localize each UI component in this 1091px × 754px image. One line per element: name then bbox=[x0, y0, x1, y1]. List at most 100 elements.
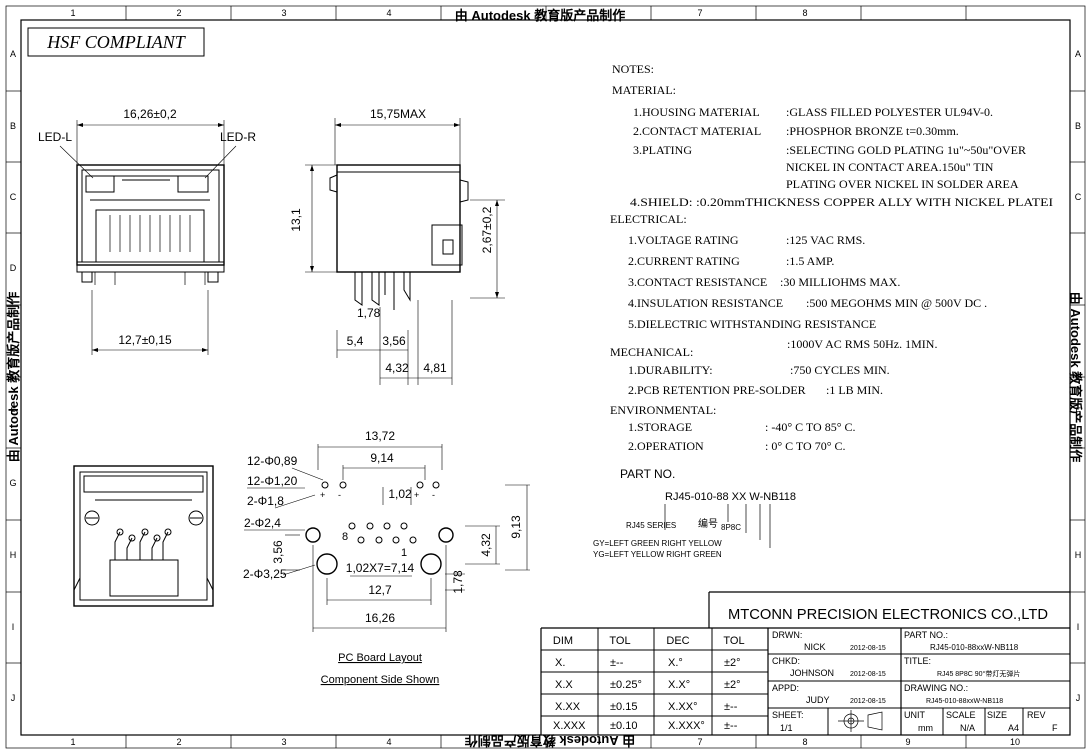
row-label-right: J bbox=[1076, 693, 1081, 703]
pcb-v432: 4,32 bbox=[479, 533, 493, 557]
led-l-label: LED-L bbox=[38, 130, 72, 144]
col-label-bottom: 8 bbox=[802, 737, 807, 747]
svg-text:-: - bbox=[432, 490, 435, 500]
side-view: 15,75MAX 13,1 2,67±0,2 1,78 5,4 3,56 4,3… bbox=[289, 107, 505, 385]
chkd-name: JOHNSON bbox=[790, 668, 834, 678]
side-d4: 4,81 bbox=[423, 361, 447, 375]
row-zone-ticks bbox=[6, 90, 1085, 664]
row-label-left: H bbox=[10, 550, 17, 560]
notes-m2-label: 2.CONTACT MATERIAL bbox=[633, 124, 761, 138]
svg-text:+: + bbox=[320, 490, 325, 500]
pcb-hole-325: 2-Φ3,25 bbox=[243, 567, 287, 581]
hsf-stamp-box bbox=[27, 27, 205, 57]
inner-border bbox=[20, 19, 1071, 736]
tol-header-tol2: TOL bbox=[723, 635, 744, 647]
tol-cell: ±-- bbox=[724, 701, 738, 713]
row-label-left: F bbox=[10, 406, 16, 416]
notes-e2-label: 2.CURRENT RATING bbox=[628, 254, 740, 268]
row-label-right: F bbox=[1075, 406, 1081, 416]
rev-label: REV bbox=[1027, 710, 1046, 720]
led-r-label: LED-R bbox=[220, 130, 256, 144]
row-label-left: I bbox=[12, 622, 15, 632]
front-view: 16,26±0,2 LED-L LED-R 12,7±0,15 bbox=[38, 107, 256, 355]
watermark-left: 由 Autodesk 教育版产品制作 bbox=[6, 292, 21, 462]
column-zone-ticks bbox=[125, 6, 967, 748]
notes-block: NOTES: MATERIAL: 1.HOUSING MATERIAL :GLA… bbox=[610, 62, 1053, 453]
notes-m3-value2: NICKEL IN CONTACT AREA.150u" TIN bbox=[786, 160, 994, 174]
notes-e5-value: :1000V AC RMS 50Hz. 1MIN. bbox=[787, 337, 937, 351]
tol-cell: ±-- bbox=[610, 657, 624, 669]
side-max-dim: 15,75MAX bbox=[370, 107, 426, 121]
notes-m4: 4.SHIELD: :0.20mmTHICKNESS COPPER ALLY W… bbox=[630, 195, 1053, 209]
part-no-config: 8P8C bbox=[721, 523, 741, 532]
col-label-bottom: 7 bbox=[697, 737, 702, 747]
pcb-layout: 13,72 9,14 12-Φ0,89 12-Φ1,20 2-Φ1,8 2-Φ2… bbox=[243, 429, 530, 686]
notes-k2-label: 2.PCB RETENTION PRE-SOLDER bbox=[628, 383, 806, 397]
pcb-inner: 9,14 bbox=[370, 451, 394, 465]
col-label-top: 4 bbox=[386, 8, 391, 18]
col-label-bottom: 10 bbox=[1010, 737, 1020, 747]
tol-cell: ±0.15 bbox=[610, 701, 637, 713]
notes-e3-value: :30 MILLIOHMS MAX. bbox=[780, 275, 900, 289]
size-value: A4 bbox=[1008, 723, 1019, 733]
part-number-block: PART NO. RJ45-010-88 XX W-NB118 RJ45 SER… bbox=[593, 467, 796, 559]
watermark-bottom: 由 Autodesk 教育版产品制作 bbox=[465, 733, 635, 748]
notes-mechanical-header: MECHANICAL: bbox=[610, 345, 693, 359]
part-no-header: PART NO. bbox=[620, 467, 675, 481]
side-height-dim: 13,1 bbox=[289, 208, 303, 232]
row-label-left: B bbox=[10, 121, 16, 131]
part-no-option1: GY=LEFT GREEN RIGHT YELLOW bbox=[593, 539, 722, 548]
pcb-total: 16,26 bbox=[365, 611, 395, 625]
notes-e4-value: :500 MEGOHMS MIN @ 500V DC . bbox=[806, 296, 987, 310]
appd-date: 2012-08-15 bbox=[850, 698, 886, 705]
notes-environmental-header: ENVIRONMENTAL: bbox=[610, 403, 716, 417]
chkd-label: CHKD: bbox=[772, 656, 800, 666]
tol-cell: X. bbox=[555, 657, 565, 669]
tol-header-dec: DEC bbox=[666, 635, 689, 647]
row-label-right: I bbox=[1077, 622, 1080, 632]
row-label-right: A bbox=[1075, 49, 1081, 59]
row-label-left: D bbox=[10, 263, 17, 273]
pcb-pin1: 1 bbox=[401, 547, 407, 559]
col-label-bottom: 9 bbox=[905, 737, 910, 747]
pcb-hole-120: 12-Φ1,20 bbox=[247, 474, 298, 488]
sheet-value: 1/1 bbox=[780, 723, 793, 733]
side-offset-dim: 2,67±0,2 bbox=[480, 206, 494, 253]
pcb-hole-089: 12-Φ0,89 bbox=[247, 454, 298, 468]
partno-value: RJ45-010-88xxW-NB118 bbox=[930, 643, 1019, 652]
pcb-v356: 3,56 bbox=[271, 540, 285, 564]
notes-electrical-header: ELECTRICAL: bbox=[610, 212, 687, 226]
notes-k2-value: :1 LB MIN. bbox=[826, 383, 883, 397]
front-width-dim: 16,26±0,2 bbox=[123, 107, 177, 121]
tol-cell: ±2° bbox=[724, 679, 741, 691]
title-block: MTCONN PRECISION ELECTRONICS CO.,LTD DIM… bbox=[540, 591, 1070, 735]
partno-label: PART NO.: bbox=[904, 630, 948, 640]
tol-cell: ±0.10 bbox=[610, 720, 637, 732]
col-label-bottom: 4 bbox=[386, 737, 391, 747]
scale-label: SCALE bbox=[946, 710, 976, 720]
size-label: SIZE bbox=[987, 710, 1007, 720]
drawing-label: DRAWING NO.: bbox=[904, 683, 968, 693]
notes-v1-value: : -40° C TO 85° C. bbox=[765, 420, 856, 434]
notes-e1-value: :125 VAC RMS. bbox=[786, 233, 865, 247]
part-no-series: RJ45 SERIES bbox=[626, 521, 676, 530]
tol-cell: ±-- bbox=[724, 720, 738, 732]
unit-value: mm bbox=[918, 723, 933, 733]
row-label-right: H bbox=[1075, 550, 1082, 560]
part-no-code: RJ45-010-88 XX W-NB118 bbox=[665, 491, 796, 503]
projection-symbol-icon bbox=[838, 710, 883, 732]
col-label-top: 7 bbox=[697, 8, 702, 18]
tol-cell: X.XXX° bbox=[668, 720, 705, 732]
notes-e1-label: 1.VOLTAGE RATING bbox=[628, 233, 739, 247]
row-label-left: A bbox=[10, 49, 16, 59]
notes-material-header: MATERIAL: bbox=[612, 83, 676, 97]
unit-label: UNIT bbox=[904, 710, 925, 720]
row-label-left: J bbox=[11, 693, 16, 703]
notes-v2-label: 2.OPERATION bbox=[628, 439, 704, 453]
pcb-pin8: 8 bbox=[342, 531, 348, 543]
col-label-bottom: 2 bbox=[176, 737, 181, 747]
row-label-left: G bbox=[9, 478, 16, 488]
appd-label: APPD: bbox=[772, 683, 799, 693]
side-d2: 3,56 bbox=[382, 334, 406, 348]
